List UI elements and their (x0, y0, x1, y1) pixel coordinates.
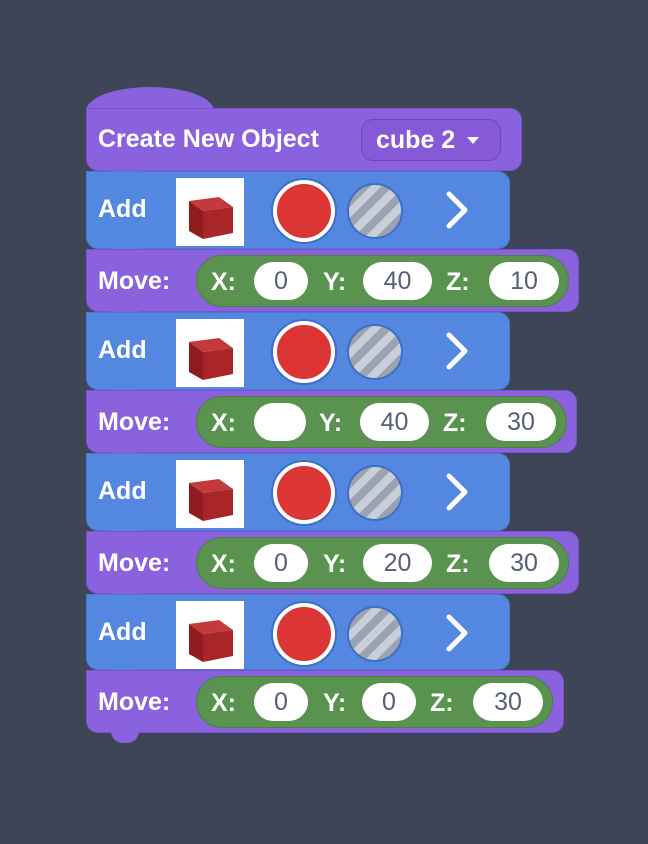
x-axis-label: X: (211, 268, 236, 296)
texture-swatch[interactable] (347, 606, 403, 662)
red-cube-icon (189, 479, 233, 521)
shape-thumbnail[interactable] (176, 460, 244, 528)
y-axis-label: Y: (323, 689, 347, 717)
x-input[interactable]: 0 (254, 262, 308, 300)
add-object-block[interactable]: Add (86, 453, 510, 541)
color-swatch-red[interactable] (273, 603, 335, 665)
shape-thumbnail[interactable] (176, 601, 244, 669)
red-cube-icon (189, 620, 233, 662)
add-label: Add (98, 477, 147, 505)
z-axis-label: Z: (446, 550, 470, 578)
xyz-vector-pill: X: 0 Y: 20 Z: 30 (196, 537, 569, 589)
add-label: Add (98, 336, 147, 364)
texture-swatch[interactable] (347, 183, 403, 239)
move-block[interactable]: Move: X: Y: 40 Z: 30 (86, 390, 577, 463)
z-input[interactable]: 30 (486, 403, 556, 441)
x-input[interactable]: 0 (254, 544, 308, 582)
red-cube-icon (189, 197, 233, 239)
red-cube-icon (189, 338, 233, 380)
add-label: Add (98, 618, 147, 646)
color-swatch-red[interactable] (273, 321, 335, 383)
y-axis-label: Y: (323, 550, 347, 578)
move-label: Move: (98, 688, 171, 716)
move-label: Move: (98, 549, 171, 577)
move-label: Move: (98, 408, 171, 436)
chevron-right-icon[interactable] (443, 613, 471, 653)
add-object-block[interactable]: Add (86, 171, 510, 259)
create-new-object-block[interactable]: Create New Object cube 2 (86, 108, 522, 181)
x-axis-label: X: (211, 689, 236, 717)
add-object-block[interactable]: Add (86, 312, 510, 400)
x-axis-label: X: (211, 550, 236, 578)
z-input[interactable]: 30 (473, 683, 543, 721)
y-input[interactable]: 20 (363, 544, 432, 582)
move-block[interactable]: Move: X: 0 Y: 0 Z: 30 (86, 670, 564, 743)
shape-thumbnail[interactable] (176, 178, 244, 246)
texture-swatch[interactable] (347, 324, 403, 380)
move-label: Move: (98, 267, 171, 295)
shape-thumbnail[interactable] (176, 319, 244, 387)
xyz-vector-pill: X: 0 Y: 40 Z: 10 (196, 255, 569, 307)
y-input[interactable]: 0 (362, 683, 416, 721)
y-axis-label: Y: (319, 409, 343, 437)
y-input[interactable]: 40 (363, 262, 432, 300)
create-new-object-label: Create New Object (98, 125, 319, 153)
z-input[interactable]: 30 (489, 544, 559, 582)
object-dropdown[interactable]: cube 2 (361, 119, 501, 161)
xyz-vector-pill: X: Y: 40 Z: 30 (196, 396, 567, 448)
x-input[interactable]: 0 (254, 683, 308, 721)
z-axis-label: Z: (443, 409, 467, 437)
caret-down-icon (467, 136, 480, 144)
object-dropdown-value: cube 2 (376, 125, 456, 154)
chevron-right-icon[interactable] (443, 472, 471, 512)
xyz-vector-pill: X: 0 Y: 0 Z: 30 (196, 676, 553, 728)
z-input[interactable]: 10 (489, 262, 559, 300)
add-object-block[interactable]: Add (86, 594, 510, 680)
texture-swatch[interactable] (347, 465, 403, 521)
color-swatch-red[interactable] (273, 462, 335, 524)
x-axis-label: X: (211, 409, 236, 437)
color-swatch-red[interactable] (273, 180, 335, 242)
chevron-right-icon[interactable] (443, 331, 471, 371)
chevron-right-icon[interactable] (443, 190, 471, 230)
move-block[interactable]: Move: X: 0 Y: 20 Z: 30 (86, 531, 579, 604)
z-axis-label: Z: (446, 268, 470, 296)
add-label: Add (98, 195, 147, 223)
y-axis-label: Y: (323, 268, 347, 296)
move-block[interactable]: Move: X: 0 Y: 40 Z: 10 (86, 249, 579, 322)
z-axis-label: Z: (430, 689, 454, 717)
y-input[interactable]: 40 (360, 403, 429, 441)
x-input[interactable] (254, 403, 306, 441)
